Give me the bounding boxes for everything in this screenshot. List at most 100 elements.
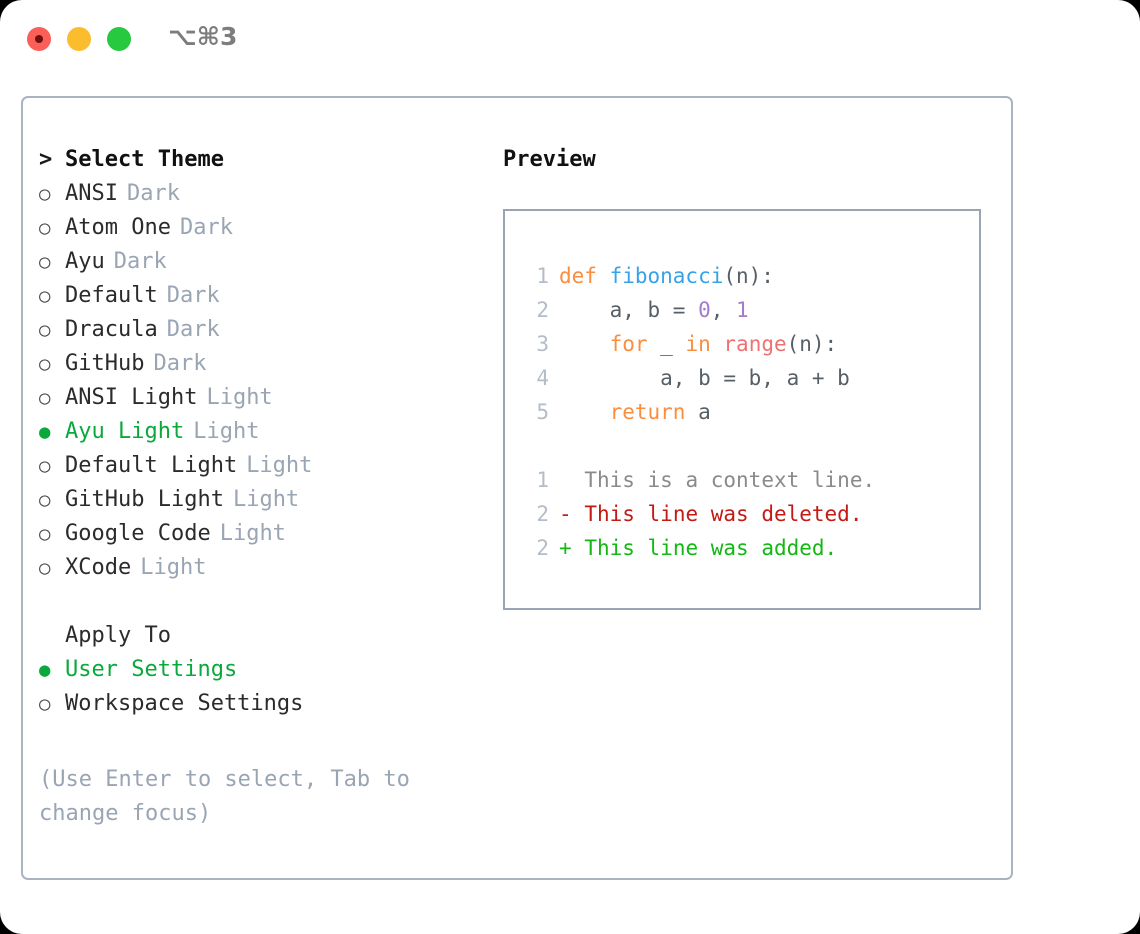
radio-unselected-icon[interactable]: ○ <box>39 217 51 239</box>
minimize-button[interactable] <box>67 27 91 51</box>
select-theme-header: > Select Theme <box>39 143 469 177</box>
theme-list-item[interactable]: ○ Google Code Light <box>39 517 469 551</box>
code-token: a, b = <box>559 298 699 322</box>
code-diff-gap <box>523 429 979 463</box>
code-token: fibonacci <box>609 264 724 288</box>
theme-name-label: ANSI <box>65 181 118 206</box>
code-token: def <box>559 264 610 288</box>
code-line-content: def fibonacci(n): <box>559 259 774 293</box>
code-token: , <box>710 298 737 322</box>
apply-to-marker-placeholder <box>39 619 65 653</box>
code-line-content: a, b = 0, 1 <box>559 293 749 327</box>
code-token: return <box>609 400 686 424</box>
theme-category-label: Light <box>219 521 286 546</box>
theme-category-label: Dark <box>179 215 233 240</box>
code-line-content: return a <box>559 395 711 429</box>
radio-unselected-icon[interactable]: ○ <box>39 523 51 545</box>
diff-line-text: This line was added. <box>584 536 838 560</box>
caret-icon: > <box>39 147 53 172</box>
theme-name-label: ANSI Light <box>65 385 198 410</box>
theme-list-item[interactable]: ○ XCode Light <box>39 551 469 585</box>
theme-list-item[interactable]: ○ GitHub Light Light <box>39 483 469 517</box>
apply-to-list: ● User Settings ○Workspace Settings <box>39 653 469 721</box>
diff-block: 1 This is a context line. 2- This line wa… <box>523 463 979 565</box>
code-token: 0 <box>698 298 711 322</box>
code-line-number: 2 <box>536 298 549 322</box>
radio-selected-icon[interactable]: ● <box>39 421 51 443</box>
diff-line-number: 1 <box>536 468 549 492</box>
code-token: a, b = b, a + b <box>559 366 850 390</box>
code-line: 3 for _ in range(n): <box>523 327 979 361</box>
shortcut-label: ⌥⌘3 <box>168 22 238 51</box>
radio-unselected-icon[interactable]: ○ <box>39 183 51 205</box>
code-token: a <box>685 400 711 424</box>
code-line-number: 5 <box>536 400 549 424</box>
zoom-button[interactable] <box>107 27 131 51</box>
radio-unselected-icon[interactable]: ○ <box>39 319 51 341</box>
radio-unselected-icon[interactable]: ○ <box>39 557 51 579</box>
code-token: in <box>685 332 711 356</box>
apply-to-item[interactable]: ● User Settings <box>39 653 469 687</box>
theme-list-item[interactable]: ○ ANSI Light Light <box>39 381 469 415</box>
code-line-number: 4 <box>536 366 549 390</box>
code-line-number: 3 <box>536 332 549 356</box>
code-token: (n): <box>723 264 774 288</box>
radio-unselected-icon[interactable]: ○ <box>39 455 51 477</box>
radio-selected-icon[interactable]: ● <box>39 659 51 681</box>
radio-unselected-icon[interactable]: ○ <box>39 251 51 273</box>
code-token <box>559 400 610 424</box>
radio-unselected-icon[interactable]: ○ <box>39 693 51 715</box>
theme-category-label: Light <box>246 453 313 478</box>
radio-unselected-icon[interactable]: ○ <box>39 387 51 409</box>
theme-name-label: XCode <box>65 555 132 580</box>
radio-unselected-icon[interactable]: ○ <box>39 489 51 511</box>
diff-gap <box>572 531 585 565</box>
theme-name-label: GitHub Light <box>65 487 224 512</box>
theme-list-item[interactable]: ○ Atom One Dark <box>39 211 469 245</box>
apply-to-header: Apply To <box>39 619 469 653</box>
hint-text: (Use Enter to select, Tab to change focu… <box>39 767 410 826</box>
theme-name-label: Atom One <box>65 215 171 240</box>
code-line: 2 a, b = 0, 1 <box>523 293 979 327</box>
theme-category-label: Light <box>140 555 207 580</box>
theme-name-label: Default <box>65 283 158 308</box>
code-token <box>559 332 610 356</box>
theme-name-label: Ayu Light <box>65 419 185 444</box>
diff-gap <box>572 497 585 531</box>
code-token: for <box>609 332 648 356</box>
theme-name-label: GitHub <box>65 351 145 376</box>
diff-sign: + <box>559 536 572 560</box>
diff-line: 2- This line was deleted. <box>523 497 979 531</box>
close-button[interactable] <box>27 27 51 51</box>
code-token <box>711 332 724 356</box>
theme-category-label: Light <box>206 385 273 410</box>
theme-category-label: Dark <box>113 249 167 274</box>
theme-name-label: Ayu <box>65 249 105 274</box>
theme-name-label: Google Code <box>65 521 211 546</box>
diff-line-number: 2 <box>536 536 549 560</box>
theme-list-item[interactable]: ○ Ayu Dark <box>39 245 469 279</box>
apply-to-item[interactable]: ○Workspace Settings <box>39 687 469 721</box>
code-line: 1 def fibonacci(n): <box>523 259 979 293</box>
theme-category-label: Dark <box>166 317 220 342</box>
radio-unselected-icon[interactable]: ○ <box>39 353 51 375</box>
apply-to-label: User Settings <box>65 657 238 682</box>
code-token: _ <box>647 332 686 356</box>
radio-unselected-icon[interactable]: ○ <box>39 285 51 307</box>
title-bar: ⌥⌘3 <box>0 0 1140 78</box>
theme-category-label: Light <box>232 487 300 512</box>
diff-line-text: This is a context line. <box>584 468 876 492</box>
code-line-number: 1 <box>536 264 549 288</box>
code-line-content: a, b = b, a + b <box>559 361 850 395</box>
section-spacer <box>39 585 469 619</box>
